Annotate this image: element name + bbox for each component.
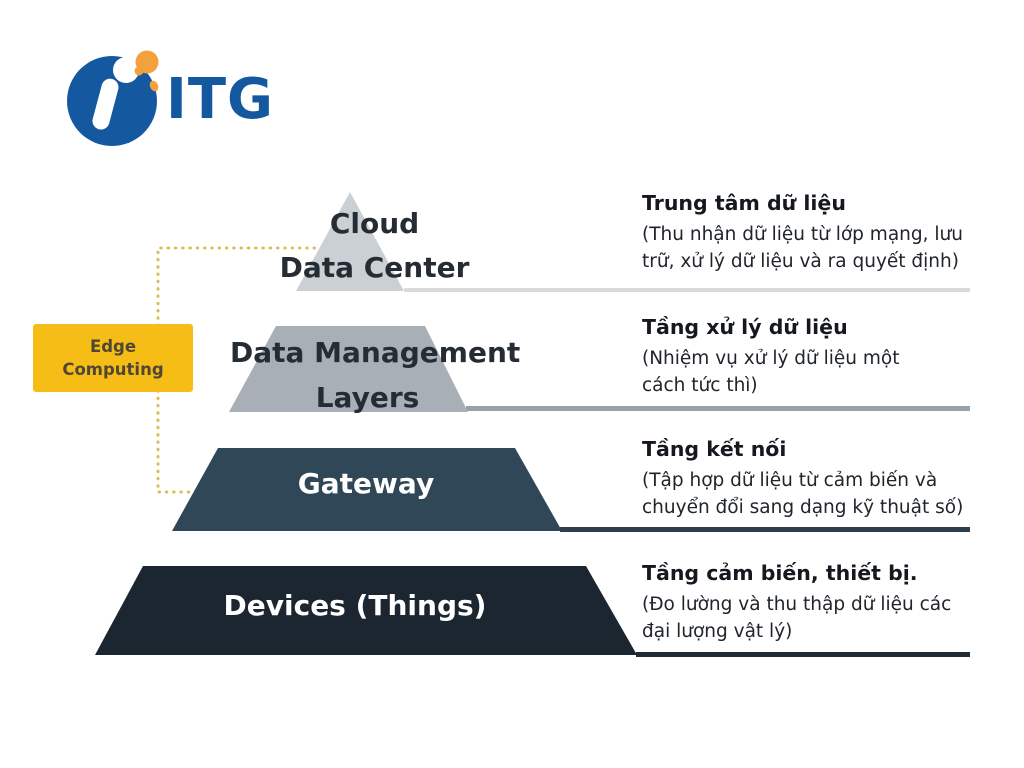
layer-label-data-management: Data Management Layers (230, 330, 521, 420)
logo-white-notch (113, 57, 139, 83)
annotation-title: Trung tâm dữ liệu (642, 191, 846, 215)
annotation-title: Tầng xử lý dữ liệu (642, 315, 848, 339)
annotation-desc-line: (Tập hợp dữ liệu từ cảm biến và (642, 470, 938, 491)
logo-orange-dot-small (149, 80, 159, 92)
annotation-data-center: Trung tâm dữ liệu (Thu nhận dữ liệu từ l… (642, 190, 992, 275)
pyramid-layer-cloud-data-center (296, 192, 404, 291)
layer-label-line: Layers (315, 381, 420, 414)
layer-label-line: Data Center (279, 251, 470, 284)
layer-label-line: Data Management (230, 336, 521, 369)
annotation-desc-line: trữ, xử lý dữ liệu và ra quyết định) (642, 251, 959, 272)
pyramid-layer-gateway (172, 448, 562, 531)
annotation-connection-layer: Tầng kết nối (Tập hợp dữ liệu từ cảm biế… (642, 436, 992, 521)
rule-cloud-layer (404, 288, 970, 292)
annotation-desc-line: (Thu nhận dữ liệu từ lớp mạng, lưu (642, 224, 963, 245)
pyramid-layer-data-management (229, 326, 468, 412)
itg-logo-text: ITG (166, 67, 274, 132)
annotation-desc-line: chuyển đổi sang dạng kỹ thuật số) (642, 497, 964, 518)
pyramid-layer-devices (95, 566, 637, 655)
annotation-desc-line: đại lượng vật lý) (642, 621, 793, 642)
annotation-title: Tầng kết nối (642, 437, 787, 461)
annotation-sensor-layer: Tầng cảm biến, thiết bị. (Đo lường và th… (642, 560, 992, 645)
annotation-desc-line: cách tức thì) (642, 375, 758, 396)
rule-gateway-layer (560, 527, 970, 532)
edge-computing-label-line1: Edge (89, 337, 137, 356)
layer-label-gateway: Gateway (216, 468, 516, 500)
itg-logo-icon (67, 50, 159, 146)
annotation-desc-line: (Đo lường và thu thập dữ liệu các (642, 594, 952, 615)
annotation-title: Tầng cảm biến, thiết bị. (642, 561, 918, 585)
annotation-desc-line: (Nhiệm vụ xử lý dữ liệu một (642, 348, 900, 369)
layer-label-devices: Devices (Things) (145, 590, 565, 622)
logo-i-stem (92, 78, 119, 130)
edge-computing-box: Edge Computing (33, 324, 193, 392)
logo-orange-sliver (134, 66, 144, 76)
rule-data-management-layer (466, 406, 970, 411)
edge-computing-label-line2: Computing (62, 360, 164, 379)
layer-label-line: Devices (Things) (223, 589, 487, 622)
annotation-processing-layer: Tầng xử lý dữ liệu (Nhiệm vụ xử lý dữ li… (642, 314, 992, 399)
layer-label-line: Cloud (329, 207, 420, 240)
layer-label-line: Gateway (297, 467, 435, 500)
rule-devices-layer (636, 652, 970, 657)
layer-label-cloud-data-center: Cloud Data Center (252, 202, 497, 290)
